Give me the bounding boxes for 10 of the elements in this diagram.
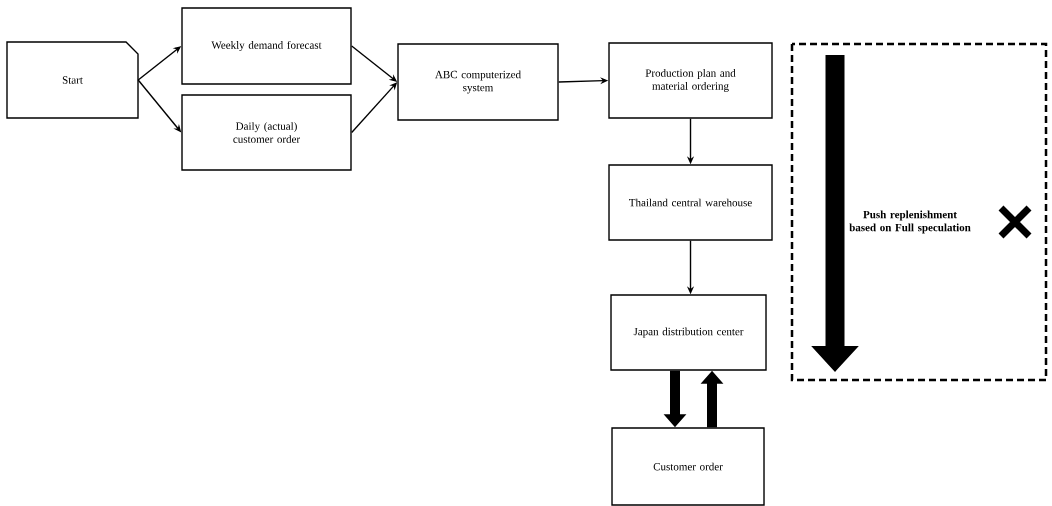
process-box: Production plan and material ordering [608, 42, 773, 119]
process-box: Customer order [611, 427, 765, 506]
process-box: ABC computerized system [397, 43, 559, 121]
dashed-region [790, 42, 1048, 382]
process-box: Thailand central warehouse [608, 164, 773, 241]
region-label: Push replenishment based on Full speculation [849, 210, 971, 234]
process-box: Daily (actual) customer order [181, 94, 352, 171]
start-box: Start [6, 41, 139, 119]
process-box: Weekly demand forecast [181, 7, 352, 85]
process-box: Japan distribution center [610, 294, 767, 371]
